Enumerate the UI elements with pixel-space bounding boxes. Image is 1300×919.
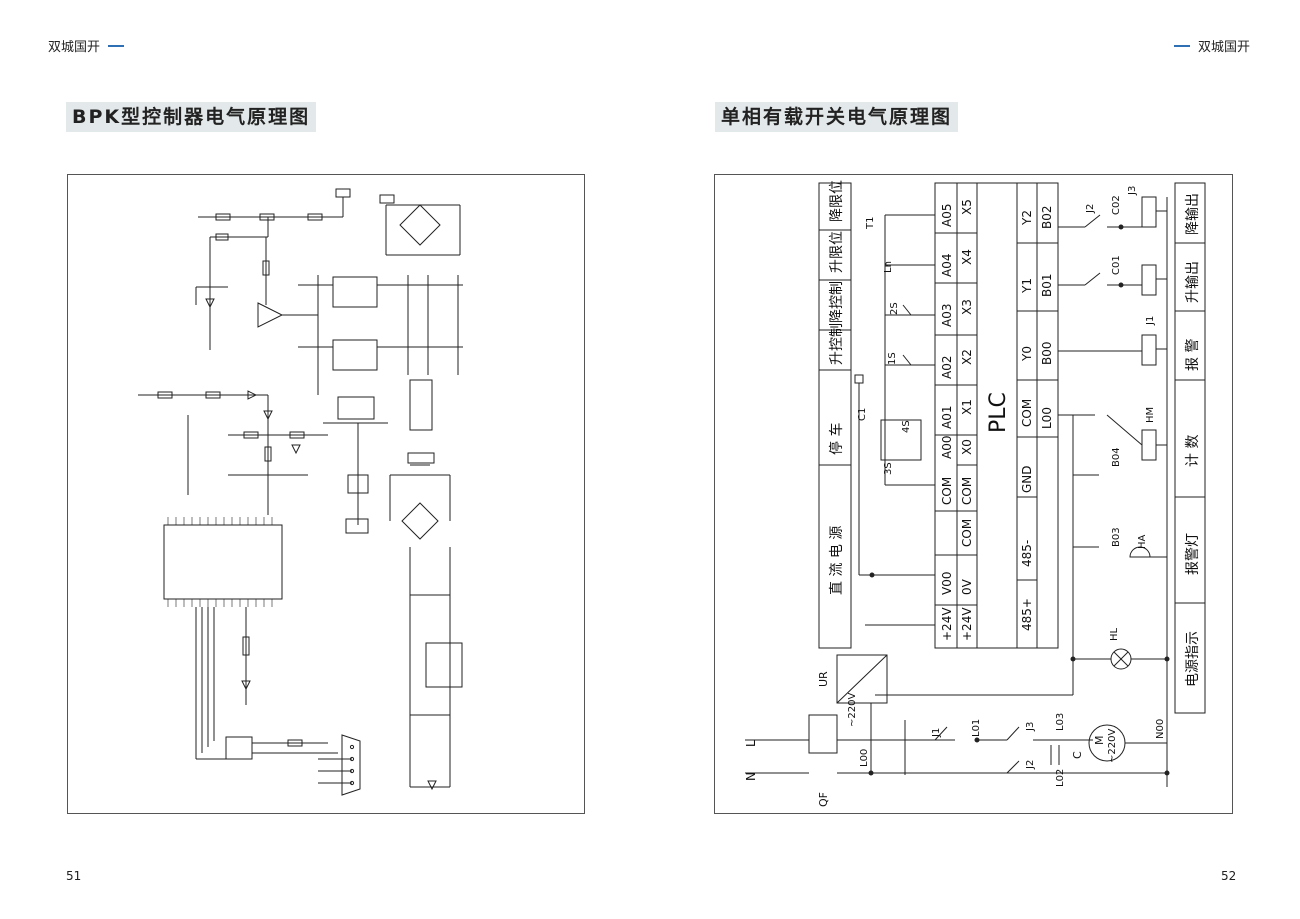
lamp-hl: HL xyxy=(1109,627,1120,641)
contact-j2: J2 xyxy=(1025,760,1036,770)
page-title-right: 单相有载开关电气原理图 xyxy=(715,102,959,132)
contact-j1: J1 xyxy=(931,728,942,738)
breaker-qf: QF xyxy=(817,792,830,807)
relay-c01: C01 xyxy=(1111,255,1122,275)
switch-1s: 1S xyxy=(887,352,898,365)
brand-accent-bar xyxy=(1173,44,1190,47)
bpk-schematic-frame xyxy=(67,174,585,814)
term-485-plus: 485+ xyxy=(1020,598,1034,631)
term-y1: Y1 xyxy=(1020,278,1034,294)
term-b00: B00 xyxy=(1040,341,1054,365)
term-com-x2: COM xyxy=(960,519,974,547)
page-title-left: BPK型控制器电气原理图 xyxy=(66,102,317,132)
switch-2s: 2S xyxy=(889,302,900,315)
term-com-x1: COM xyxy=(960,477,974,505)
switch-4s: 4S xyxy=(901,420,912,433)
term-y0: Y0 xyxy=(1020,346,1034,362)
func-label-output-down: 降输出 xyxy=(1185,193,1201,235)
supply-220v: ~220V xyxy=(847,693,858,727)
relay-j2-contact: J2 xyxy=(1085,204,1096,214)
switch-t1: T1 xyxy=(865,217,876,230)
relay-b04: B04 xyxy=(1111,447,1122,467)
term-x1: X1 xyxy=(960,399,974,415)
term-v00: V00 xyxy=(940,572,954,595)
func-label-output-up: 升输出 xyxy=(1185,261,1201,303)
term-x0: X0 xyxy=(960,439,974,455)
term-a01: A01 xyxy=(940,406,954,429)
term-a05: A05 xyxy=(940,204,954,227)
capacitor-c: C xyxy=(1071,751,1084,759)
brand-text: 双城国开 xyxy=(1197,40,1250,55)
term-x2: X2 xyxy=(960,349,974,365)
relay-c02: C02 xyxy=(1111,195,1122,215)
rectifier-ur: UR xyxy=(817,671,830,687)
brand-header-left: 双城国开 xyxy=(48,36,125,55)
relay-j3-top: J3 xyxy=(1127,186,1138,196)
line-l00-a: L00 xyxy=(859,749,870,767)
func-label-ctrl-up: 升控制 xyxy=(829,323,845,365)
switch-c1: C1 xyxy=(857,408,868,421)
plc-schematic-frame: PLC 降限位 升限位 降控制 升控制 停 车 直 流 电 源 降输出 升输出 … xyxy=(714,174,1233,814)
bpk-schematic-diagram xyxy=(138,188,463,796)
term-a04: A04 xyxy=(940,254,954,277)
plc-schematic-diagram: PLC 降限位 升限位 降控制 升控制 停 车 直 流 电 源 降输出 升输出 … xyxy=(744,180,1206,807)
page-number-left: 51 xyxy=(66,869,82,883)
term-a00: A00 xyxy=(940,436,954,459)
line-n00: N00 xyxy=(1155,719,1166,739)
brand-accent-bar xyxy=(108,44,125,47)
func-label-limit-down: 降限位 xyxy=(829,180,845,222)
func-label-count: 计 数 xyxy=(1185,435,1201,467)
line-n: N xyxy=(744,772,758,781)
line-l03: L03 xyxy=(1055,713,1066,731)
relay-hm: HM xyxy=(1145,407,1156,423)
term-plus24v-a: +24V xyxy=(940,607,954,641)
page-number-right: 52 xyxy=(1221,869,1237,883)
term-a02: A02 xyxy=(940,356,954,379)
alarm-horn-ha: HA xyxy=(1137,534,1148,549)
motor-220v: ~220V xyxy=(1107,729,1118,763)
line-l: L xyxy=(744,740,758,747)
func-label-alarm: 报 警 xyxy=(1185,339,1201,371)
term-a03: A03 xyxy=(940,304,954,327)
term-x3: X3 xyxy=(960,299,974,315)
func-label-stop: 停 车 xyxy=(828,423,845,455)
term-485-minus: 485- xyxy=(1020,540,1034,567)
switch-3s: 3S xyxy=(883,462,894,475)
contact-j3: J3 xyxy=(1025,722,1036,732)
func-label-limit-up: 升限位 xyxy=(829,231,845,273)
switch-ln: Ln xyxy=(883,261,894,273)
term-com-a: COM xyxy=(940,477,954,505)
plc-label: PLC xyxy=(986,392,1011,433)
relay-b03: B03 xyxy=(1111,527,1122,547)
term-x5: X5 xyxy=(960,199,974,215)
brand-text: 双城国开 xyxy=(48,40,101,55)
func-label-alarm-lamp: 报警灯 xyxy=(1185,533,1201,575)
term-l00: L00 xyxy=(1040,407,1054,429)
func-label-power-indicator: 电源指示 xyxy=(1185,631,1201,687)
line-l02: L02 xyxy=(1055,769,1066,787)
term-y2: Y2 xyxy=(1020,210,1034,226)
term-0v: 0V xyxy=(960,578,974,595)
term-gnd: GND xyxy=(1020,465,1034,493)
relay-j1-coil: J1 xyxy=(1145,316,1156,326)
term-b02: B02 xyxy=(1040,205,1054,229)
func-label-dc-power: 直 流 电 源 xyxy=(828,526,845,595)
term-plus24v-x: +24V xyxy=(960,607,974,641)
line-l01: L01 xyxy=(971,719,982,737)
term-x4: X4 xyxy=(960,249,974,265)
term-b01: B01 xyxy=(1040,273,1054,297)
motor-m: M xyxy=(1093,736,1106,746)
func-label-ctrl-down: 降控制 xyxy=(829,281,845,323)
term-com-y: COM xyxy=(1020,399,1034,427)
brand-header-right: 双城国开 xyxy=(1173,36,1250,55)
